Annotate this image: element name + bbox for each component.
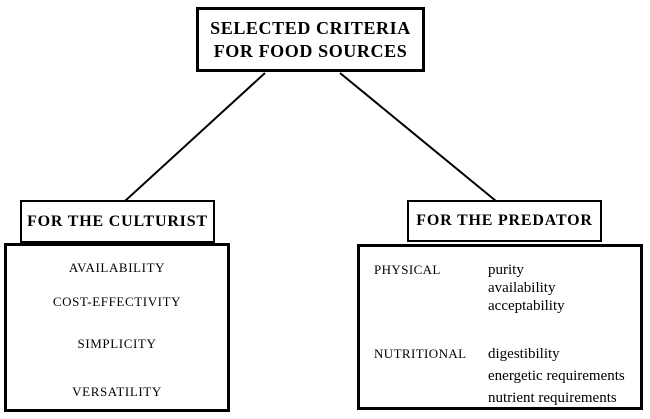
physical-category-label: PHYSICAL — [374, 262, 441, 277]
culturist-criterion: SIMPLICITY — [77, 336, 157, 351]
connector-line-left — [124, 72, 266, 202]
physical-criterion: availability — [488, 280, 556, 296]
culturist-criteria-box: AVAILABILITY COST-EFFECTIVITY SIMPLICITY… — [4, 243, 230, 412]
predator-header-label: FOR THE PREDATOR — [416, 212, 593, 229]
culturist-criterion: AVAILABILITY — [68, 260, 166, 275]
title-line-1: SELECTED CRITERIA — [210, 17, 411, 38]
physical-criterion: purity — [488, 262, 524, 278]
nutritional-criteria-list: digestibility energetic requirements nut… — [488, 343, 625, 409]
nutritional-criterion: energetic requirements — [488, 368, 625, 384]
nutritional-category-label: NUTRITIONAL — [374, 346, 467, 361]
nutritional-criterion: digestibility — [488, 346, 560, 362]
title-box: SELECTED CRITERIA FOR FOOD SOURCES — [196, 7, 425, 72]
title-line-2: FOR FOOD SOURCES — [213, 40, 408, 61]
physical-criterion: acceptability — [488, 298, 565, 314]
culturist-criterion: COST-EFFECTIVITY — [52, 294, 182, 309]
culturist-header-label: FOR THE CULTURIST — [27, 212, 208, 230]
nutritional-criterion: nutrient requirements — [488, 390, 617, 406]
culturist-criterion: VERSATILITY — [72, 384, 162, 399]
predator-header-box: FOR THE PREDATOR — [407, 200, 602, 242]
physical-criteria-list: purity availability acceptability — [488, 261, 565, 315]
connector-line-right — [339, 72, 497, 202]
predator-criteria-box: PHYSICAL purity availability acceptabili… — [357, 244, 643, 410]
nutritional-criteria-group: NUTRITIONAL digestibility energetic requ… — [374, 343, 640, 409]
physical-criteria-group: PHYSICAL purity availability acceptabili… — [374, 261, 640, 315]
culturist-header-box: FOR THE CULTURIST — [20, 200, 215, 243]
